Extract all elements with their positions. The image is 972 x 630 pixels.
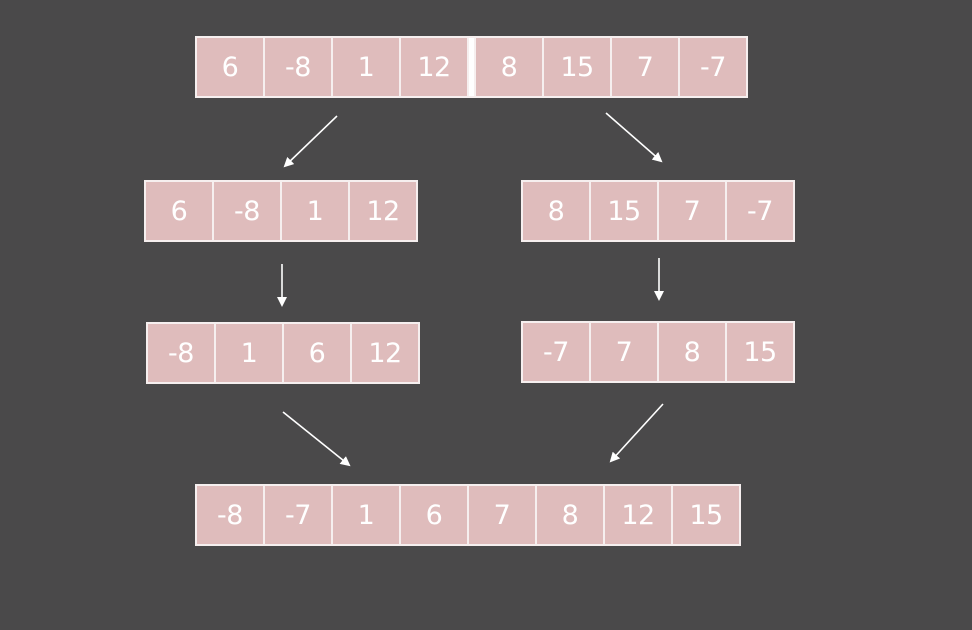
array-cell: 15 [591, 182, 657, 240]
merge-left-arrow [282, 411, 351, 467]
array-cell: 1 [216, 324, 282, 382]
array-cell: -7 [265, 486, 331, 544]
merged-array: -8 -7 1 6 7 8 12 15 [195, 484, 741, 546]
array-cell: 12 [352, 324, 418, 382]
split-divider [469, 38, 474, 96]
array-cell: 8 [476, 38, 542, 96]
merge-right-arrow [609, 403, 664, 463]
left-half-array: 6 -8 1 12 [144, 180, 418, 242]
array-cell: 7 [659, 182, 725, 240]
array-cell: 7 [612, 38, 678, 96]
array-cell: 7 [469, 486, 535, 544]
array-cell: -8 [214, 182, 280, 240]
array-cell: 12 [401, 38, 467, 96]
array-cell: 1 [282, 182, 348, 240]
right-sorted-array: -7 7 8 15 [521, 321, 795, 383]
array-cell: 1 [333, 486, 399, 544]
array-cell: 1 [333, 38, 399, 96]
array-cell: -7 [523, 323, 589, 381]
array-cell: 6 [197, 38, 263, 96]
array-cell: 6 [284, 324, 350, 382]
array-cell: 8 [659, 323, 725, 381]
array-cell: 8 [537, 486, 603, 544]
array-cell: 6 [146, 182, 212, 240]
array-cell: -7 [680, 38, 746, 96]
array-cell: 15 [673, 486, 739, 544]
array-cell: -8 [197, 486, 263, 544]
original-array: 6 -8 1 12 8 15 7 -7 [195, 36, 748, 98]
array-cell: 15 [727, 323, 793, 381]
array-cell: 15 [544, 38, 610, 96]
array-cell: -7 [727, 182, 793, 240]
array-cell: 7 [591, 323, 657, 381]
right-half-array: 8 15 7 -7 [521, 180, 795, 242]
array-cell: 8 [523, 182, 589, 240]
array-cell: 12 [605, 486, 671, 544]
split-left-arrow [283, 115, 338, 168]
array-cell: 12 [350, 182, 416, 240]
array-cell: -8 [148, 324, 214, 382]
array-cell: 6 [401, 486, 467, 544]
split-right-arrow [605, 112, 663, 163]
array-cell: -8 [265, 38, 331, 96]
left-sorted-array: -8 1 6 12 [146, 322, 420, 384]
